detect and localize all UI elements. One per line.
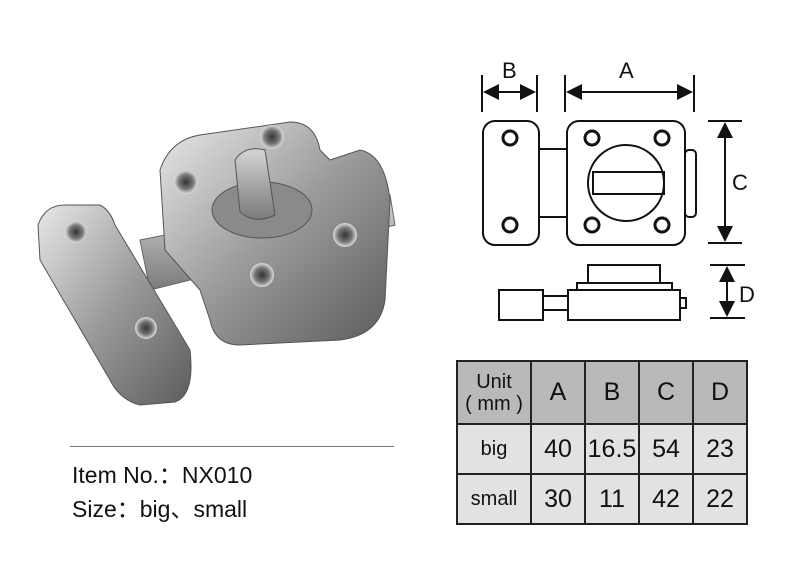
col-header-b: B <box>584 360 640 425</box>
col-header-d: D <box>692 360 748 425</box>
dim-label-a: A <box>619 58 634 83</box>
size-label: Size： <box>72 496 140 522</box>
dim-label-b: B <box>502 58 517 83</box>
item-number-line: Item No.：NX010 <box>72 456 252 490</box>
cell: 22 <box>692 473 748 525</box>
table-header-row: Unit( mm ) A B C D <box>456 360 748 425</box>
table-row: big 40 16.5 54 23 <box>456 423 748 475</box>
dim-label-c: C <box>732 170 748 195</box>
item-label: Item No.： <box>72 462 182 488</box>
row-label: small <box>456 473 532 525</box>
divider <box>70 446 394 447</box>
cell: 40 <box>530 423 586 475</box>
unit-header: Unit( mm ) <box>456 360 532 425</box>
table-row: small 30 11 42 22 <box>456 473 748 525</box>
unit-mm: ( mm ) <box>465 392 523 415</box>
dimension-table: Unit( mm ) A B C D big 40 16.5 54 23 sma… <box>456 360 748 525</box>
unit-label: Unit <box>476 370 512 393</box>
dimension-drawing: B A C D <box>481 58 755 321</box>
cell: 16.5 <box>584 423 640 475</box>
size-line: Size：big、small <box>72 490 247 524</box>
row-label: big <box>456 423 532 475</box>
size-values: big、small <box>139 496 248 522</box>
door-latch-photo <box>37 121 396 406</box>
cell: 30 <box>530 473 586 525</box>
cell: 11 <box>584 473 640 525</box>
cell: 23 <box>692 423 748 475</box>
col-header-a: A <box>530 360 586 425</box>
dim-label-d: D <box>739 282 755 307</box>
cell: 42 <box>638 473 694 525</box>
cell: 54 <box>638 423 694 475</box>
col-header-c: C <box>638 360 694 425</box>
item-number: NX010 <box>181 462 253 488</box>
